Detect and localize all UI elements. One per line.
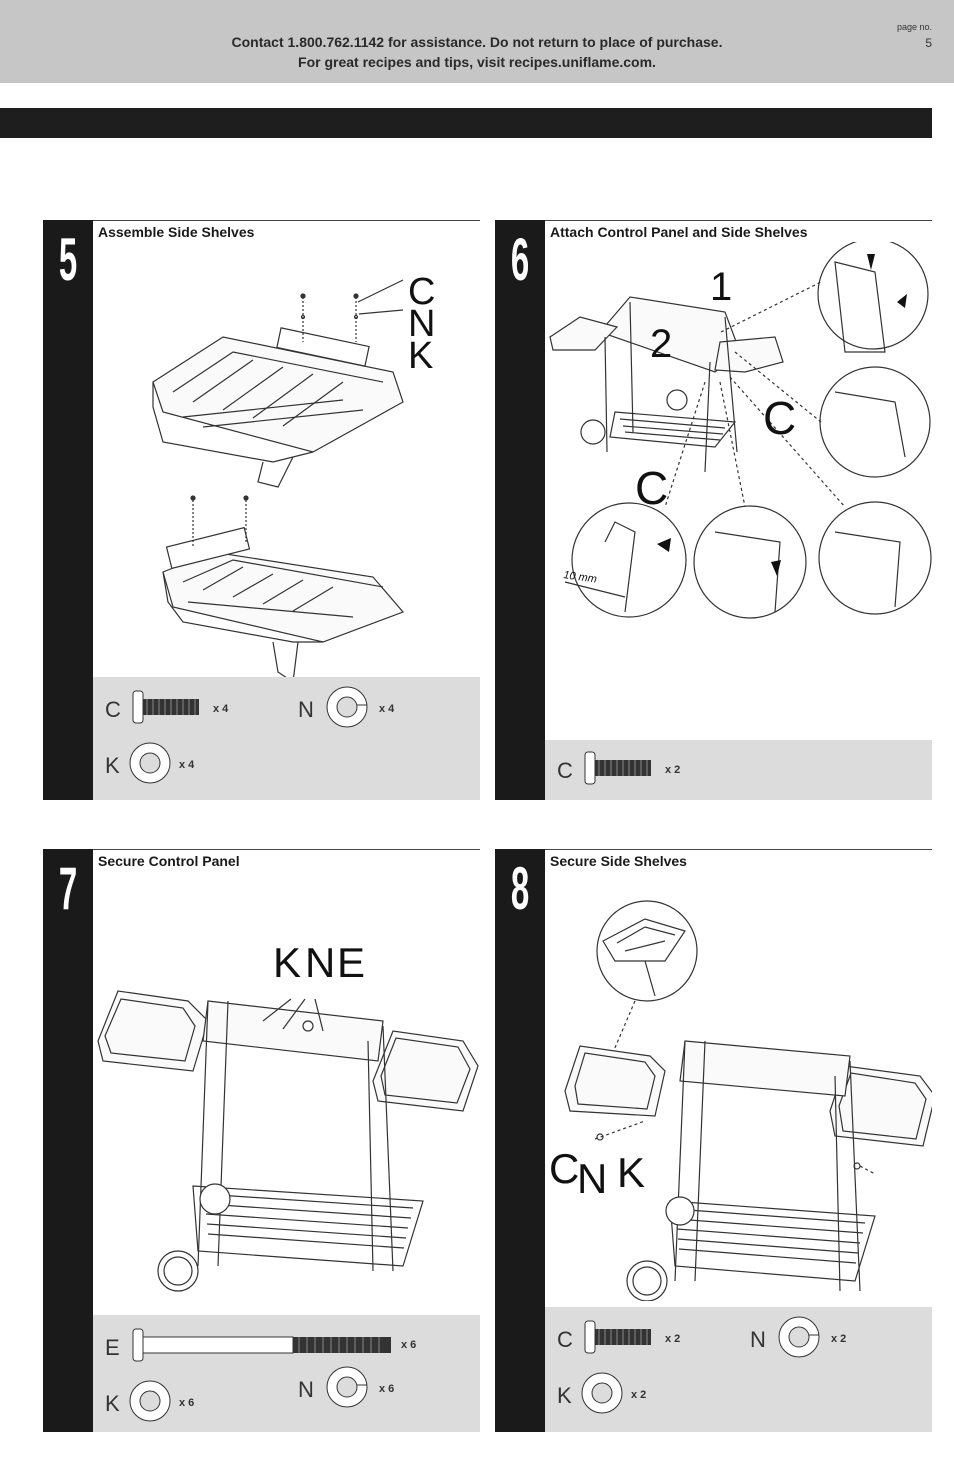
part-e-letter: E bbox=[105, 1335, 120, 1360]
bolt-icon bbox=[584, 751, 651, 785]
bolt-icon bbox=[132, 690, 199, 724]
parts-panel: C x 2 N x 2 K x 2 bbox=[545, 1307, 932, 1432]
page-header: Contact 1.800.762.1142 for assistance. D… bbox=[0, 0, 954, 83]
step-number: 8 bbox=[510, 855, 530, 922]
callout-n: N bbox=[577, 1155, 607, 1202]
step-title: Secure Side Shelves bbox=[550, 853, 687, 869]
callout-k: K bbox=[408, 335, 433, 377]
callout-1: 1 bbox=[710, 265, 732, 309]
flat-washer-icon bbox=[129, 1380, 171, 1422]
part-c-qty: x 4 bbox=[213, 703, 229, 715]
lock-washer-icon bbox=[326, 1366, 368, 1408]
parts-panel: C x 4 N x 4 K x 4 bbox=[93, 677, 480, 800]
step-number-column: 8 bbox=[495, 849, 545, 1432]
step-number-column: 6 bbox=[495, 220, 545, 800]
part-c-letter: C bbox=[557, 1327, 573, 1352]
step-6: 6 Attach Control Panel and Side Shelves bbox=[495, 220, 932, 800]
secure-control-panel-illustration: K N E bbox=[97, 939, 479, 1292]
part-n-letter: N bbox=[298, 1377, 314, 1402]
part-n-qty: x 6 bbox=[379, 1383, 395, 1395]
step-number-column: 7 bbox=[43, 849, 93, 1432]
part-k-qty: x 2 bbox=[631, 1389, 647, 1401]
callout-k: K bbox=[273, 939, 301, 986]
long-bolt-icon bbox=[132, 1328, 391, 1362]
step-5: 5 Assemble Side Shelves bbox=[43, 220, 480, 800]
step-8: 8 Secure Side Shelves bbox=[495, 849, 932, 1432]
step-title: Assemble Side Shelves bbox=[98, 224, 255, 240]
contact-line: Contact 1.800.762.1142 for assistance. D… bbox=[231, 34, 723, 50]
callout-c-right: C bbox=[763, 392, 796, 444]
part-c-qty: x 2 bbox=[665, 1333, 681, 1345]
shelf-assembly-illustration: C N K bbox=[152, 271, 435, 677]
step-number: 6 bbox=[510, 226, 530, 293]
step-number: 7 bbox=[58, 855, 78, 922]
part-e-qty: x 6 bbox=[401, 1339, 417, 1351]
part-n-letter: N bbox=[750, 1327, 766, 1352]
part-n-qty: x 2 bbox=[831, 1333, 847, 1345]
secure-side-shelves-illustration: C N K bbox=[549, 900, 932, 1301]
step-number: 5 bbox=[58, 226, 78, 293]
divider bbox=[93, 220, 480, 221]
flat-washer-icon bbox=[581, 1372, 623, 1414]
step-number-column: 5 bbox=[43, 220, 93, 800]
divider bbox=[545, 220, 932, 221]
callout-k: K bbox=[617, 1149, 645, 1196]
part-k-letter: K bbox=[105, 753, 120, 778]
divider bbox=[93, 849, 480, 850]
parts-panel: E x 6 K x 6 N x 6 bbox=[93, 1315, 480, 1432]
lock-washer-icon bbox=[326, 686, 368, 728]
part-k-qty: x 6 bbox=[179, 1397, 195, 1409]
lock-washer-icon bbox=[778, 1316, 820, 1358]
step-title: Attach Control Panel and Side Shelves bbox=[550, 224, 808, 240]
part-k-letter: K bbox=[105, 1391, 120, 1416]
step-title: Secure Control Panel bbox=[98, 853, 240, 869]
control-panel-illustration: 1 2 C C 10 mm bbox=[549, 242, 932, 619]
step-7: 7 Secure Control Panel K N E bbox=[43, 849, 480, 1432]
measurement-label: 10 mm bbox=[563, 569, 598, 586]
part-n-qty: x 4 bbox=[379, 703, 395, 715]
part-k-qty: x 4 bbox=[179, 759, 195, 771]
callout-c: C bbox=[408, 271, 435, 313]
part-k-letter: K bbox=[557, 1383, 572, 1408]
bolt-icon bbox=[584, 1320, 651, 1354]
callout-c: C bbox=[549, 1145, 579, 1192]
part-c-letter: C bbox=[557, 758, 573, 783]
page-number: 5 bbox=[925, 36, 932, 50]
parts-panel: C x 2 bbox=[545, 740, 932, 800]
callout-e: E bbox=[337, 939, 365, 986]
callout-n: N bbox=[305, 939, 335, 986]
divider bbox=[545, 849, 932, 850]
page-label: page no. bbox=[896, 22, 932, 32]
callout-n: N bbox=[408, 303, 435, 345]
part-n-letter: N bbox=[298, 697, 314, 722]
callout-c-left: C bbox=[635, 462, 668, 514]
contact-info: Contact 1.800.762.1142 for assistance. D… bbox=[0, 32, 954, 72]
recipes-line: For great recipes and tips, visit recipe… bbox=[298, 54, 656, 70]
section-bar bbox=[0, 108, 932, 138]
part-c-qty: x 2 bbox=[665, 764, 681, 776]
callout-2: 2 bbox=[650, 322, 672, 366]
flat-washer-icon bbox=[129, 742, 171, 784]
part-c-letter: C bbox=[105, 697, 121, 722]
